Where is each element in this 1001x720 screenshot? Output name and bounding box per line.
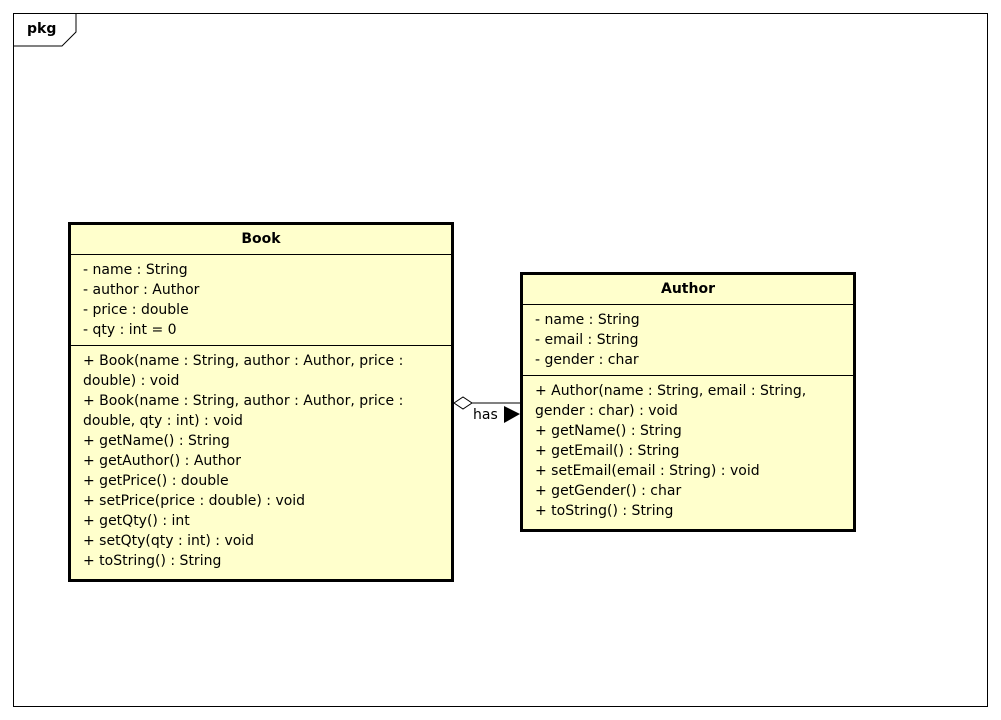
package-frame: [13, 13, 988, 707]
operation: + toString() : String: [535, 503, 674, 519]
operation: + setEmail(email : String) : void: [535, 463, 760, 479]
operation: + Book(name : String, author : Author, p…: [83, 393, 404, 409]
operation: + Book(name : String, author : Author, p…: [83, 353, 404, 369]
attribute: - email : String: [535, 332, 639, 348]
operation: + getEmail() : String: [535, 443, 680, 459]
operation: + setQty(qty : int) : void: [83, 533, 255, 549]
operation: double) : void: [83, 373, 180, 389]
operation: double, qty : int) : void: [83, 413, 243, 429]
operation: + getPrice() : double: [83, 473, 229, 489]
attributes-compartment: - name : String - email : String - gende…: [523, 305, 853, 376]
association-label: has: [473, 407, 498, 423]
operation: + getName() : String: [83, 433, 230, 449]
class-book[interactable]: Book - name : String - author : Author -…: [68, 222, 454, 582]
operations-compartment: + Book(name : String, author : Author, p…: [71, 346, 451, 576]
class-name: Book: [71, 225, 451, 255]
operation: + getName() : String: [535, 423, 682, 439]
operation: + getQty() : int: [83, 513, 190, 529]
attribute: - price : double: [83, 302, 189, 318]
operation: + setPrice(price : double) : void: [83, 493, 306, 509]
attribute: - author : Author: [83, 282, 200, 298]
operation: + getGender() : char: [535, 483, 682, 499]
attributes-compartment: - name : String - author : Author - pric…: [71, 255, 451, 346]
operations-compartment: + Author(name : String, email : String, …: [523, 376, 853, 526]
attribute: - gender : char: [535, 352, 639, 368]
operation: + getAuthor() : Author: [83, 453, 241, 469]
package-label: pkg: [27, 21, 57, 37]
package-frame-tab: pkg: [13, 13, 77, 47]
attribute: - qty : int = 0: [83, 322, 177, 338]
class-name: Author: [523, 275, 853, 305]
operation: gender : char) : void: [535, 403, 678, 419]
class-author[interactable]: Author - name : String - email : String …: [520, 272, 856, 532]
attribute: - name : String: [83, 262, 188, 278]
operation: + toString() : String: [83, 553, 222, 569]
operation: + Author(name : String, email : String,: [535, 383, 807, 399]
attribute: - name : String: [535, 312, 640, 328]
